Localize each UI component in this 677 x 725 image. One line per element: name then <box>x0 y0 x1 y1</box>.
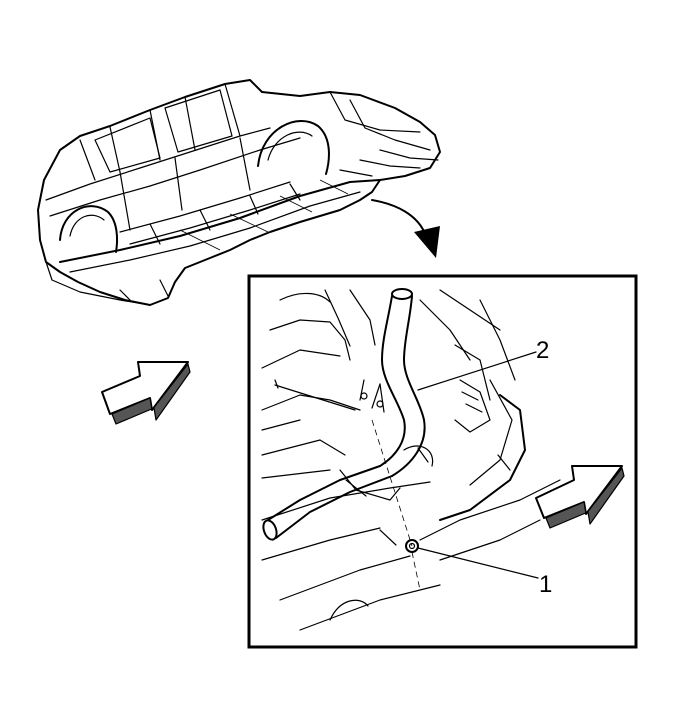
callout-1: 1 <box>417 547 552 598</box>
right-direction-arrow <box>535 465 625 529</box>
callout-2: 2 <box>417 337 549 391</box>
vehicle-body-overview <box>37 79 441 306</box>
detail-view-contents <box>261 288 561 631</box>
detail-view-frame <box>247 274 638 649</box>
callout-label-2: 2 <box>536 337 549 364</box>
left-direction-arrow <box>101 361 191 425</box>
callout-label-1: 1 <box>539 571 552 598</box>
detail-pointer-arrow <box>371 199 440 258</box>
